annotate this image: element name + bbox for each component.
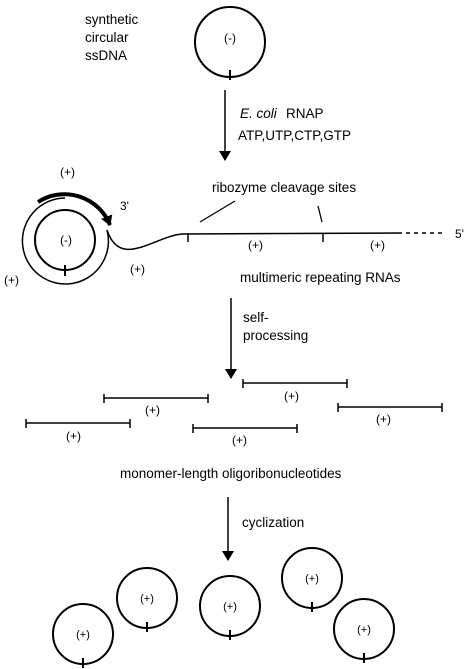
synthetic-label: synthetic [85, 12, 139, 27]
monomer-label: monomer-length oligoribonucleotides [120, 466, 342, 481]
ssdna-sign: (-) [224, 31, 236, 45]
fragment-5-sign: (+) [232, 433, 247, 447]
template-sign: (-) [60, 233, 72, 247]
monomer-fragment-4: (+) [25, 419, 131, 443]
multimeric-label: multimeric repeating RNAs [240, 270, 401, 285]
product-5-sign: (+) [357, 624, 371, 636]
ssdna-label: ssDNA [85, 48, 127, 63]
ribozyme-pointer-2 [317, 205, 323, 223]
product-2-sign: (+) [140, 593, 154, 605]
product-1-sign: (+) [76, 629, 90, 641]
plus-label-left: (+) [4, 273, 19, 287]
product-3-sign: (+) [223, 601, 237, 613]
circular-label: circular [85, 30, 129, 45]
circular-product-1: (+) [52, 603, 114, 668]
fragment-3-sign: (+) [376, 412, 391, 426]
five-prime-label: 5' [455, 227, 464, 241]
circular-product-5: (+) [333, 598, 395, 663]
circular-product-2: (+) [116, 567, 178, 632]
rotation-arrow [36, 192, 113, 226]
multimeric-rna-strand [106, 229, 399, 251]
monomer-fragment-3: (+) [337, 403, 443, 426]
ecoli-label: E. coli [240, 106, 278, 121]
fragment-1-sign: (+) [145, 403, 160, 417]
ntps-label: ATP,UTP,CTP,GTP [238, 128, 351, 143]
rnap-label: RNAP [286, 106, 324, 121]
circular-product-3: (+) [199, 575, 261, 640]
self-label: self- [243, 310, 269, 325]
plus-label-strand-2: (+) [370, 238, 385, 252]
nascent-rna-wrap [21, 197, 110, 285]
cyclization-label: cyclization [242, 515, 304, 530]
ribozyme-pointer-1 [199, 200, 236, 223]
plus-label-strand-1: (+) [248, 238, 263, 252]
ribozyme-sites-label: ribozyme cleavage sites [212, 180, 356, 195]
product-4-sign: (+) [305, 573, 319, 585]
circular-product-4: (+) [281, 547, 343, 612]
monomer-fragment-5: (+) [192, 424, 298, 447]
processing-label: processing [243, 328, 308, 343]
three-prime-label: 3' [120, 199, 129, 213]
plus-label-curve: (+) [130, 262, 145, 276]
plus-label-top: (+) [60, 165, 75, 179]
monomer-fragment-1: (+) [103, 394, 209, 417]
fragment-2-sign: (+) [284, 389, 299, 403]
monomer-fragment-2: (+) [242, 379, 348, 403]
fragment-4-sign: (+) [66, 429, 81, 443]
